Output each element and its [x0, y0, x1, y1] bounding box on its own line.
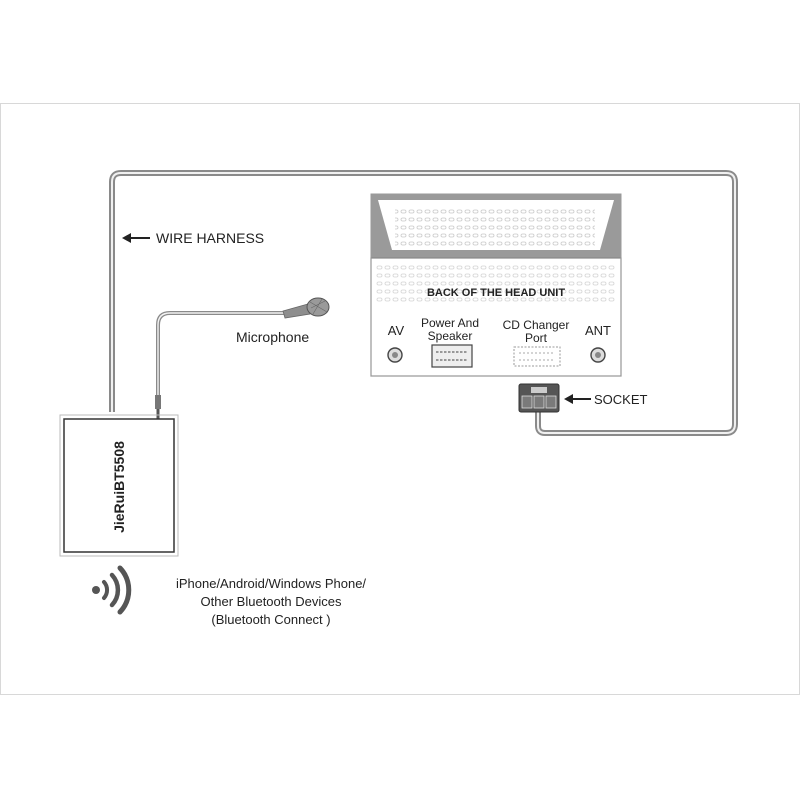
wireless-signal-icon — [92, 565, 132, 615]
power-speaker-label-line1: Power And — [421, 316, 479, 330]
power-speaker-connector-icon — [431, 344, 473, 368]
cd-changer-port-icon — [513, 346, 561, 367]
antenna-jack-icon — [590, 347, 606, 363]
device-model-label: JieRuiBT5508 — [111, 441, 127, 533]
socket-connector-icon — [518, 383, 560, 413]
av-jack-icon — [387, 347, 403, 363]
left-arrow-icon — [564, 394, 591, 404]
head-unit — [370, 193, 622, 377]
cd-changer-label-line1: CD Changer — [503, 318, 570, 332]
microphone-cable — [155, 311, 285, 419]
wire-harness-cable — [109, 170, 738, 436]
head-unit-title: BACK OF THE HEAD UNIT — [427, 287, 565, 299]
power-speaker-label-line2: Speaker — [428, 329, 473, 343]
microphone-label: Microphone — [236, 329, 309, 345]
av-label: AV — [388, 323, 405, 338]
cd-changer-label-line2: Port — [525, 331, 548, 345]
bluetooth-module — [59, 414, 179, 557]
wire-harness-label: WIRE HARNESS — [156, 230, 264, 246]
left-arrow-icon — [122, 233, 150, 243]
bluetooth-devices-line1: iPhone/Android/Windows Phone/ — [176, 576, 366, 591]
ant-label: ANT — [585, 323, 611, 338]
socket-label: SOCKET — [594, 392, 648, 407]
microphone-icon — [282, 297, 330, 319]
bluetooth-devices-line2: Other Bluetooth Devices — [201, 594, 342, 609]
bluetooth-devices-line3: (Bluetooth Connect ) — [211, 612, 330, 627]
